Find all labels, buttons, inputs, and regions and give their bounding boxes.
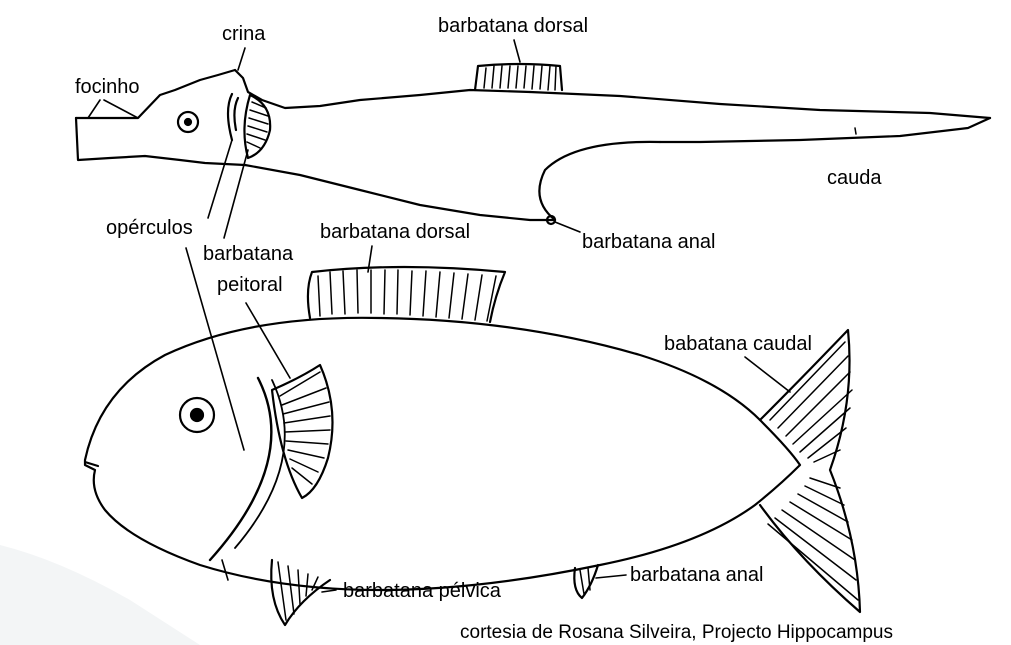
leader-focinho: [88, 100, 138, 118]
label-barbatana: barbatana: [203, 244, 293, 264]
gill-arc: [210, 378, 271, 560]
pipefish-drawing: [76, 40, 990, 238]
label-anal-top: barbatana anal: [582, 232, 715, 252]
pelvic-fin: [271, 560, 330, 625]
caudal-fin: [760, 330, 860, 612]
label-dorsal-bottom: barbatana dorsal: [320, 222, 470, 242]
leader-pelvica: [322, 590, 336, 592]
leader-dorsal-top: [514, 40, 520, 62]
label-crina: crina: [222, 24, 265, 44]
back-line: [530, 92, 990, 118]
leader-caudal: [745, 357, 790, 392]
label-cauda: cauda: [827, 168, 882, 188]
label-operculos: opérculos: [106, 218, 193, 238]
body-outline: [85, 318, 800, 590]
leader-anal-bottom: [596, 575, 626, 578]
label-pelvica: barbatana pélvica: [343, 581, 501, 601]
credit-text: cortesia de Rosana Silveira, Projecto Hi…: [460, 623, 893, 642]
label-focinho: focinho: [75, 77, 140, 97]
anal-fin-top: [539, 142, 660, 220]
snout: [76, 118, 245, 165]
leader-operculo-top: [208, 140, 232, 218]
leader-crina: [238, 48, 245, 70]
label-anal-bottom: barbatana anal: [630, 565, 763, 585]
label-dorsal-top: barbatana dorsal: [438, 16, 588, 36]
leader-anal-top: [555, 222, 580, 232]
background-smudge: [0, 545, 200, 645]
label-peitoral: peitoral: [217, 275, 283, 295]
belly-line: [245, 165, 555, 220]
label-caudal: babatana caudal: [664, 334, 812, 354]
leader-peitoral-bottom: [246, 303, 290, 378]
